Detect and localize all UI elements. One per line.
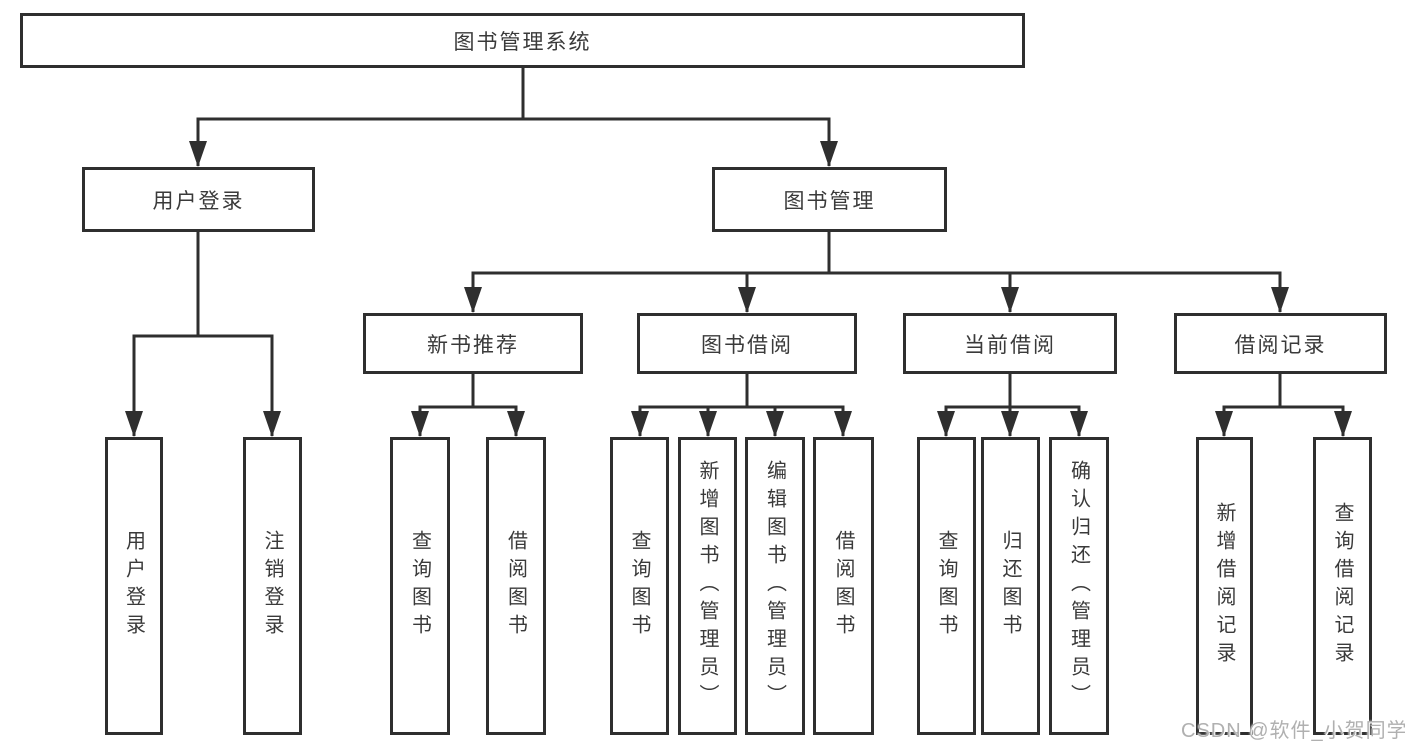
node-borrow-records-label: 借阅记录 bbox=[1234, 333, 1327, 357]
node-current-borrow: 当前借阅 bbox=[903, 313, 1117, 374]
node-root-system: 图书管理系统 bbox=[20, 13, 1025, 68]
leaf-user-login-label: 用户登录 bbox=[122, 530, 145, 642]
leaf-current-return-books-label: 归还图书 bbox=[999, 530, 1021, 642]
leaf-current-return-books: 归还图书 bbox=[981, 437, 1040, 735]
leaf-borrow-query-books-label: 查询图书 bbox=[628, 530, 650, 642]
leaf-current-query-books: 查询图书 bbox=[917, 437, 976, 735]
leaf-borrow-edit-books-admin: 编辑图书（管理员） bbox=[745, 437, 805, 735]
node-book-management-label: 图书管理 bbox=[783, 189, 876, 213]
leaf-user-login: 用户登录 bbox=[105, 437, 163, 735]
node-book-borrow: 图书借阅 bbox=[637, 313, 857, 374]
leaf-records-add-record: 新增借阅记录 bbox=[1196, 437, 1253, 735]
node-book-management: 图书管理 bbox=[712, 167, 947, 232]
leaf-borrow-borrow-books: 借阅图书 bbox=[813, 437, 874, 735]
leaf-newbook-query-books-label: 查询图书 bbox=[408, 530, 431, 642]
leaf-current-confirm-return-admin-label: 确认归还（管理员） bbox=[1067, 460, 1090, 712]
leaf-records-add-record-label: 新增借阅记录 bbox=[1213, 502, 1235, 670]
node-new-book-recommend: 新书推荐 bbox=[363, 313, 583, 374]
leaf-logout: 注销登录 bbox=[243, 437, 302, 735]
node-new-book-recommend-label: 新书推荐 bbox=[427, 333, 519, 357]
leaf-borrow-edit-books-admin-label: 编辑图书（管理员） bbox=[763, 460, 786, 712]
node-book-borrow-label: 图书借阅 bbox=[701, 333, 793, 357]
leaf-borrow-add-books-admin: 新增图书（管理员） bbox=[678, 437, 737, 735]
leaf-borrow-query-books: 查询图书 bbox=[610, 437, 669, 735]
node-user-login: 用户登录 bbox=[82, 167, 315, 232]
leaf-current-confirm-return-admin: 确认归还（管理员） bbox=[1049, 437, 1109, 735]
leaf-current-query-books-label: 查询图书 bbox=[935, 530, 957, 642]
leaf-logout-label: 注销登录 bbox=[261, 530, 283, 642]
csdn-watermark: CSDN @软件_小贺同学 bbox=[1181, 720, 1405, 742]
leaf-records-query-record-label: 查询借阅记录 bbox=[1331, 502, 1353, 670]
node-current-borrow-label: 当前借阅 bbox=[964, 333, 1056, 357]
node-root-label: 图书管理系统 bbox=[453, 30, 592, 54]
leaf-newbook-borrow-books: 借阅图书 bbox=[486, 437, 546, 735]
leaf-borrow-borrow-books-label: 借阅图书 bbox=[832, 530, 854, 642]
leaf-records-query-record: 查询借阅记录 bbox=[1313, 437, 1372, 735]
node-borrow-records: 借阅记录 bbox=[1174, 313, 1387, 374]
leaf-newbook-borrow-books-label: 借阅图书 bbox=[504, 530, 527, 642]
node-user-login-label: 用户登录 bbox=[152, 189, 245, 213]
leaf-borrow-add-books-admin-label: 新增图书（管理员） bbox=[696, 460, 718, 712]
leaf-newbook-query-books: 查询图书 bbox=[390, 437, 450, 735]
